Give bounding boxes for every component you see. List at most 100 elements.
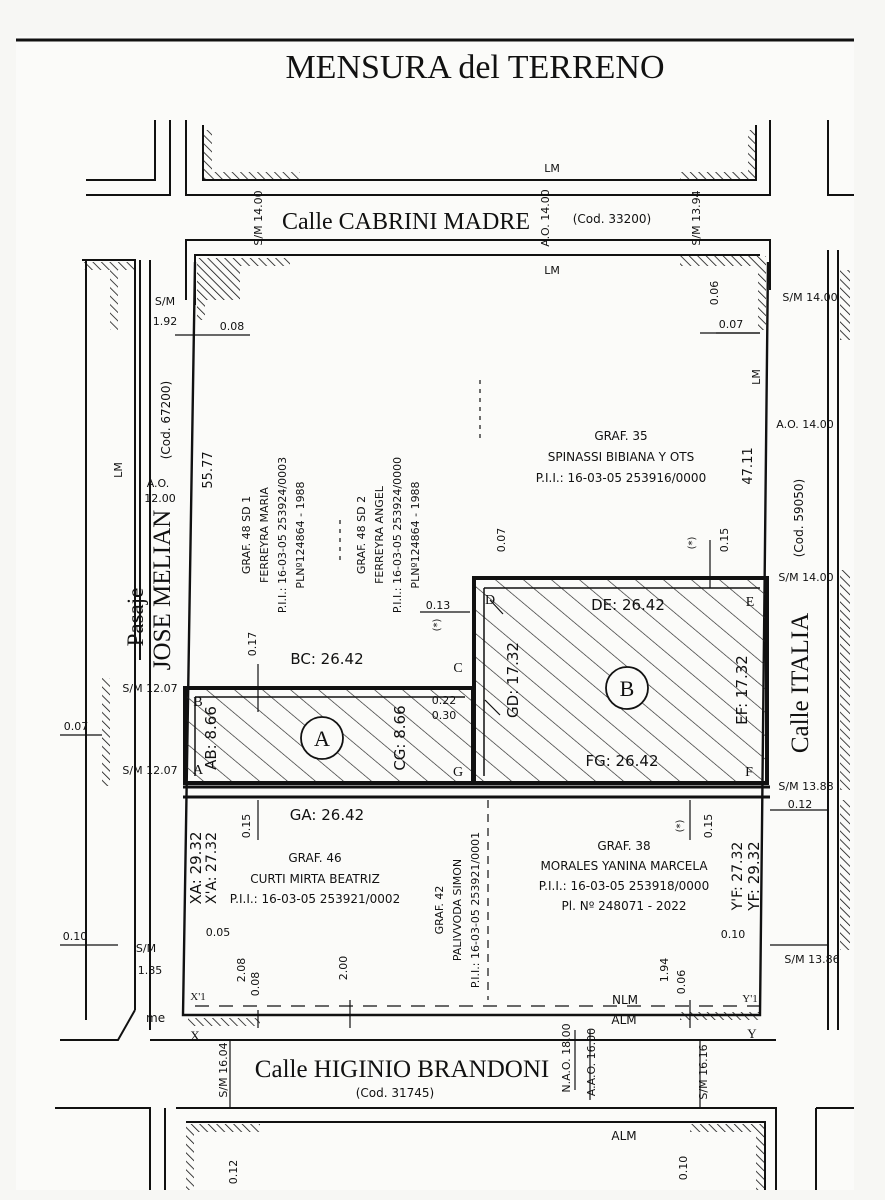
svg-text:GRAF. 48 SD 2: GRAF. 48 SD 2: [355, 496, 368, 574]
vertex-c: C: [453, 661, 462, 676]
lot-a-ga: GA: 26.42: [290, 806, 364, 824]
vertex-d: D: [485, 593, 495, 608]
lot-b-gd: GD: 17.32: [504, 642, 522, 718]
dim-0-06-ne: 0.06: [708, 281, 721, 306]
dim-2-00: 2.00: [337, 956, 350, 981]
street-west-prefix: Pasaje: [123, 588, 148, 647]
ao-east: A.O. 14.00: [776, 418, 834, 431]
sm-east-bottom: S/M 13.86: [784, 953, 839, 966]
dim-0-05: 0.05: [206, 926, 231, 939]
vertex-y1: Y'1: [742, 993, 757, 1005]
dim-0-07-w: 0.07: [64, 720, 89, 733]
dim-0-15-e: 0.15: [718, 528, 731, 553]
lot-a-ab: AB: 8.66: [202, 706, 220, 770]
svg-text:P.I.I.: 16-03-05 253924/0000: P.I.I.: 16-03-05 253924/0000: [391, 457, 404, 613]
dim-0-17: 0.17: [246, 632, 259, 657]
sm-west-top: S/M: [155, 295, 175, 308]
vertex-b: B: [193, 695, 202, 710]
sm-south-east: S/M 16.16: [697, 1044, 710, 1099]
lot-a: [183, 686, 475, 785]
lot-a-bc: BC: 26.42: [290, 650, 363, 668]
dim-0-07-c: 0.07: [495, 528, 508, 553]
svg-text:CURTI MIRTA BEATRIZ: CURTI MIRTA BEATRIZ: [250, 872, 380, 886]
ao-west-label: A.O.: [147, 477, 170, 490]
street-south-name: Calle HIGINIO BRANDONI: [255, 1056, 549, 1083]
me-marker: me: [146, 1011, 165, 1025]
dim-0-15-f: 0.15: [702, 814, 715, 839]
sm-east-lot: S/M 13.88: [778, 780, 833, 793]
side-ypf: Y'F: 27.32: [730, 842, 746, 912]
aao-south: A.A.O. 16.00: [585, 1028, 598, 1096]
vertex-x: X: [190, 1028, 200, 1043]
svg-text:FERREYRA MARIA: FERREYRA MARIA: [258, 487, 271, 583]
svg-text:PALIVVODA SIMON: PALIVVODA SIMON: [451, 859, 464, 961]
dim-0-06-se: 0.06: [675, 970, 688, 995]
ao-west-value: 12.00: [144, 492, 176, 505]
parcel-graf46: GRAF. 46 CURTI MIRTA BEATRIZ P.I.I.: 16-…: [230, 851, 400, 906]
dim-0-10-bottom: 0.10: [677, 1156, 690, 1181]
dim-ast-f: (*): [675, 820, 686, 833]
dim-1-92: 1.92: [153, 315, 178, 328]
parcel-graf38: GRAF. 38 MORALES YANINA MARCELA P.I.I.: …: [539, 839, 709, 913]
sm-west-bottom: S/M: [136, 942, 156, 955]
dim-1-85: 1.85: [138, 964, 163, 977]
dim-0-10-w: 0.10: [63, 930, 88, 943]
svg-text:P.I.I.: 16-03-05 253921/0002: P.I.I.: 16-03-05 253921/0002: [230, 892, 400, 906]
parcel-graf35: GRAF. 35 SPINASSI BIBIANA Y OTS P.I.I.: …: [536, 429, 706, 485]
lot-a-cg: CG: 8.66: [391, 705, 409, 770]
lm-east: LM: [750, 369, 763, 385]
street-east-code: (Cod. 59050): [792, 479, 806, 558]
plan-title: MENSURA del TERRENO: [285, 49, 664, 86]
lot-b-ef: EF: 17.32: [733, 655, 751, 725]
sm-east-top: S/M 14.00: [782, 291, 837, 304]
vertex-a: A: [193, 763, 204, 778]
lot-b-label: B: [620, 676, 635, 701]
dimension-ticks: [60, 332, 828, 1108]
alm-south-bottom: ALM: [611, 1129, 636, 1143]
dim-55-77: 55.77: [201, 451, 216, 488]
sm-north-east: S/M 13.94: [690, 190, 703, 245]
svg-text:GRAF. 42: GRAF. 42: [433, 886, 446, 935]
side-yf: YF: 29.32: [745, 841, 763, 911]
lm-north-top: LM: [544, 162, 560, 175]
svg-text:FERREYRA ANGEL: FERREYRA ANGEL: [373, 485, 386, 584]
svg-text:GRAF. 38: GRAF. 38: [597, 839, 650, 853]
dim-0-15-a: 0.15: [240, 814, 253, 839]
svg-text:SPINASSI BIBIANA Y OTS: SPINASSI BIBIANA Y OTS: [548, 450, 694, 464]
vertex-f: F: [745, 765, 753, 780]
dim-ast-c: (*): [432, 619, 443, 632]
nlm-south: NLM: [612, 993, 638, 1007]
dim-2-08: 2.08: [235, 958, 248, 983]
dim-0-07-ne: 0.07: [719, 318, 744, 331]
parcel-graf48sd2: GRAF. 48 SD 2 FERREYRA ANGEL P.I.I.: 16-…: [355, 457, 422, 613]
side-xa: XA: 29.32: [187, 831, 205, 904]
svg-text:GRAF. 35: GRAF. 35: [594, 429, 647, 443]
svg-text:PLNº124864 - 1988: PLNº124864 - 1988: [294, 481, 307, 588]
lot-a-label: A: [314, 726, 330, 751]
parcel-graf42: GRAF. 42 PALIVVODA SIMON P.I.I.: 16-03-0…: [433, 832, 482, 988]
vertex-y: Y: [747, 1026, 757, 1041]
svg-text:P.I.I.: 16-03-05 253921/0001: P.I.I.: 16-03-05 253921/0001: [469, 832, 482, 988]
svg-text:P.I.I.: 16-03-05 253918/0000: P.I.I.: 16-03-05 253918/0000: [539, 879, 709, 893]
street-east-name: Calle ITALIA: [787, 613, 814, 753]
sm-east-mid: S/M 14.00: [778, 571, 833, 584]
svg-text:P.I.I.: 16-03-05 253916/0000: P.I.I.: 16-03-05 253916/0000: [536, 471, 706, 485]
vertex-e: E: [746, 595, 755, 610]
sm-north-west: S/M 14.00: [252, 190, 265, 245]
svg-text:GRAF. 46: GRAF. 46: [288, 851, 341, 865]
lm-west: LM: [112, 462, 125, 478]
dim-0-13: 0.13: [426, 599, 451, 612]
street-south-code: (Cod. 31745): [356, 1086, 435, 1100]
vertex-x1: X'1: [190, 991, 205, 1003]
dim-0-08-sw: 0.08: [249, 972, 262, 997]
dim-0-12-bottom: 0.12: [227, 1160, 240, 1185]
dim-0-10-e: 0.10: [721, 928, 746, 941]
lm-north-bottom: LM: [544, 264, 560, 277]
vertex-g: G: [453, 765, 463, 780]
svg-text:PLNº124864 - 1988: PLNº124864 - 1988: [409, 481, 422, 588]
dim-0-30: 0.30: [432, 709, 457, 722]
lot-south-line: [183, 785, 770, 799]
street-west-name: JOSE MELIAN: [149, 510, 176, 670]
dim-ast-e: (*): [687, 537, 698, 550]
